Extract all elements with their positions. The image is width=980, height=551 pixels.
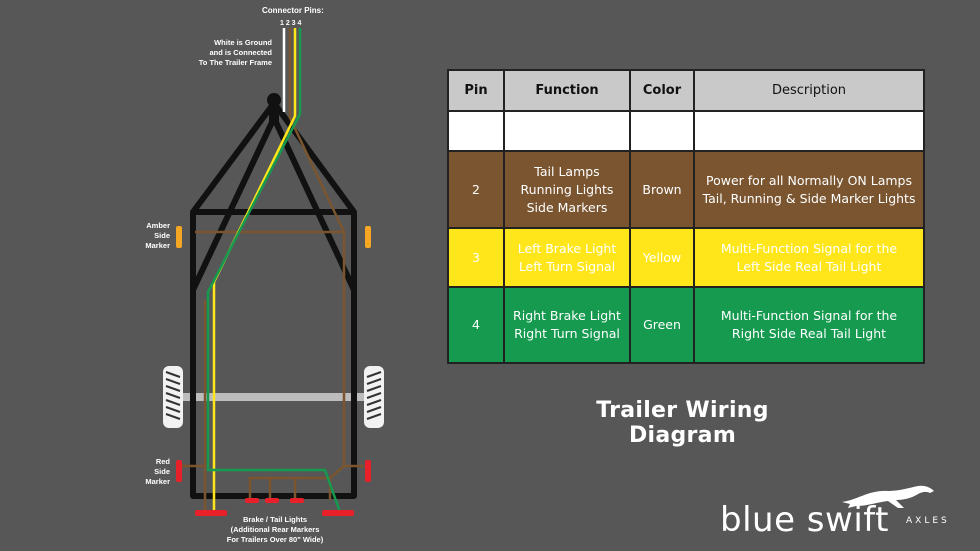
right-tire: [364, 366, 384, 428]
rear-lights: [195, 498, 354, 516]
cheetah-icon: [842, 485, 934, 508]
left-tire: [163, 366, 183, 428]
table-row: 3 Left Brake Light Left Turn Signal Yell…: [447, 227, 925, 288]
pin-cell: 4: [447, 286, 505, 364]
color-cell: Brown: [629, 150, 695, 229]
color-cell: White: [629, 110, 695, 152]
wiring-table: Pin Function Color Description 1 Ground …: [447, 69, 925, 364]
pin-cell: 2: [447, 150, 505, 229]
description-cell: Ground for all Electrical Functions: [693, 110, 925, 152]
description-cell: Multi-Function Signal for the Left Side …: [693, 227, 925, 288]
description-cell: Power for all Normally ON Lamps Tail, Ru…: [693, 150, 925, 229]
table-header-row: Pin Function Color Description: [447, 69, 925, 112]
logo-subtext: AXLES: [906, 516, 950, 526]
diagram-title: Trailer Wiring Diagram: [596, 398, 769, 448]
amber-side-marker-right: [365, 226, 371, 248]
blue-swift-logo: blue swift AXLES: [720, 482, 975, 542]
red-side-marker-left: [176, 460, 182, 482]
connector-pins-label: Connector Pins:: [262, 6, 324, 15]
white-ground-label: White is Ground and is Connected To The …: [198, 38, 272, 67]
header-description: Description: [693, 69, 925, 112]
function-cell: Tail Lamps Running Lights Side Markers: [503, 150, 631, 229]
color-cell: Green: [629, 286, 695, 364]
pin-numbers-label: 1 2 3 4: [280, 20, 302, 27]
amber-side-marker-label: Amber Side Marker: [145, 221, 170, 250]
logo-text: blue swift: [720, 500, 889, 540]
header-color: Color: [629, 69, 695, 112]
pin-cell: 1: [447, 110, 505, 152]
red-side-marker-label: Red Side Marker: [145, 457, 170, 486]
brake-tail-lights-label: Brake / Tail Lights (Additional Rear Mar…: [226, 515, 324, 544]
description-cell: Multi-Function Signal for the Right Side…: [693, 286, 925, 364]
function-cell: Ground: [503, 110, 631, 152]
color-cell: Yellow: [629, 227, 695, 288]
table-row: 4 Right Brake Light Right Turn Signal Gr…: [447, 286, 925, 364]
table-row: 1 Ground White Ground for all Electrical…: [447, 110, 925, 152]
function-cell: Right Brake Light Right Turn Signal: [503, 286, 631, 364]
axle: [183, 393, 364, 401]
header-function: Function: [503, 69, 631, 112]
red-side-marker-right: [365, 460, 371, 482]
amber-side-marker-left: [176, 226, 182, 248]
function-cell: Left Brake Light Left Turn Signal: [503, 227, 631, 288]
pin-cell: 3: [447, 227, 505, 288]
header-pin: Pin: [447, 69, 505, 112]
table-row: 2 Tail Lamps Running Lights Side Markers…: [447, 150, 925, 229]
